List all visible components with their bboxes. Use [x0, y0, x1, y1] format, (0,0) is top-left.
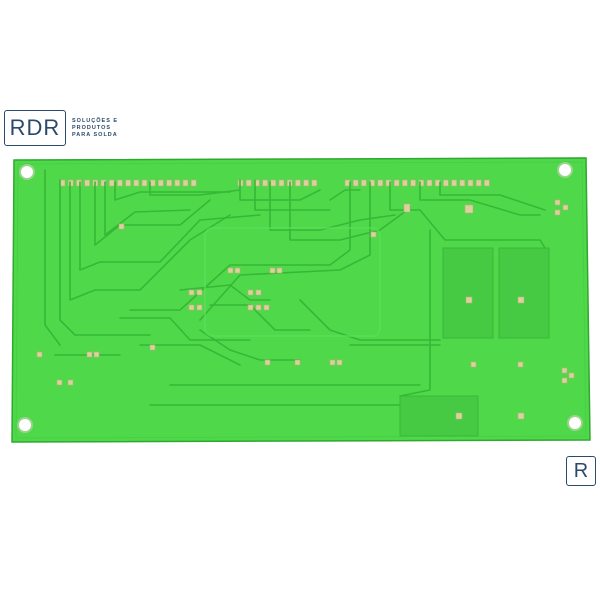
corner-watermark-logo: R	[566, 456, 596, 486]
component-pads	[36, 199, 575, 420]
header-pad	[475, 179, 482, 187]
header-pad	[402, 179, 408, 187]
pcb-traces	[44, 169, 546, 406]
header-pad	[410, 179, 416, 187]
header-pad	[295, 179, 301, 187]
header-pad	[84, 179, 90, 187]
header-pad	[149, 179, 156, 187]
header-pad	[108, 179, 115, 187]
header-pad	[166, 179, 172, 187]
board-watermark	[204, 227, 381, 337]
header-pad	[245, 179, 252, 187]
header-pad	[125, 179, 131, 187]
header-pad	[418, 179, 425, 187]
tagline-line-3: PARA SOLDA	[72, 132, 118, 138]
header-pad	[141, 179, 148, 187]
header-pad	[459, 179, 466, 187]
header-pad	[385, 179, 392, 187]
header-pad	[262, 179, 268, 187]
header-pad	[484, 179, 490, 187]
copper-pour	[399, 247, 550, 437]
header-pad	[158, 179, 164, 187]
header-pad	[182, 179, 189, 187]
header-pad	[467, 179, 474, 187]
header-pad	[270, 179, 277, 187]
header-pad	[133, 179, 140, 187]
header-pad	[361, 179, 367, 187]
tagline-line-2: PRODUTOS	[72, 125, 112, 131]
tagline-line-1: SOLUÇÕES E	[72, 118, 119, 124]
header-pad	[393, 179, 400, 187]
header-pad	[278, 179, 285, 187]
header-pad	[303, 179, 309, 187]
header-pad	[76, 179, 82, 187]
rdr-logo: RDR SOLUÇÕES E PRODUTOS PARA SOLDA	[4, 110, 118, 146]
logo-tagline: SOLUÇÕES E PRODUTOS PARA SOLDA	[72, 118, 118, 138]
header-pad	[451, 179, 457, 187]
header-pad	[174, 179, 181, 187]
header-pad	[377, 179, 384, 187]
header-pad	[100, 179, 107, 187]
header-pad	[443, 179, 449, 187]
header-pad	[426, 179, 433, 187]
header-pad	[190, 179, 197, 187]
logo-wordmark: RDR	[4, 110, 66, 146]
header-pad	[311, 179, 318, 187]
mounting-holes	[17, 162, 583, 433]
header-pad	[117, 179, 123, 187]
header-pad	[352, 179, 359, 187]
